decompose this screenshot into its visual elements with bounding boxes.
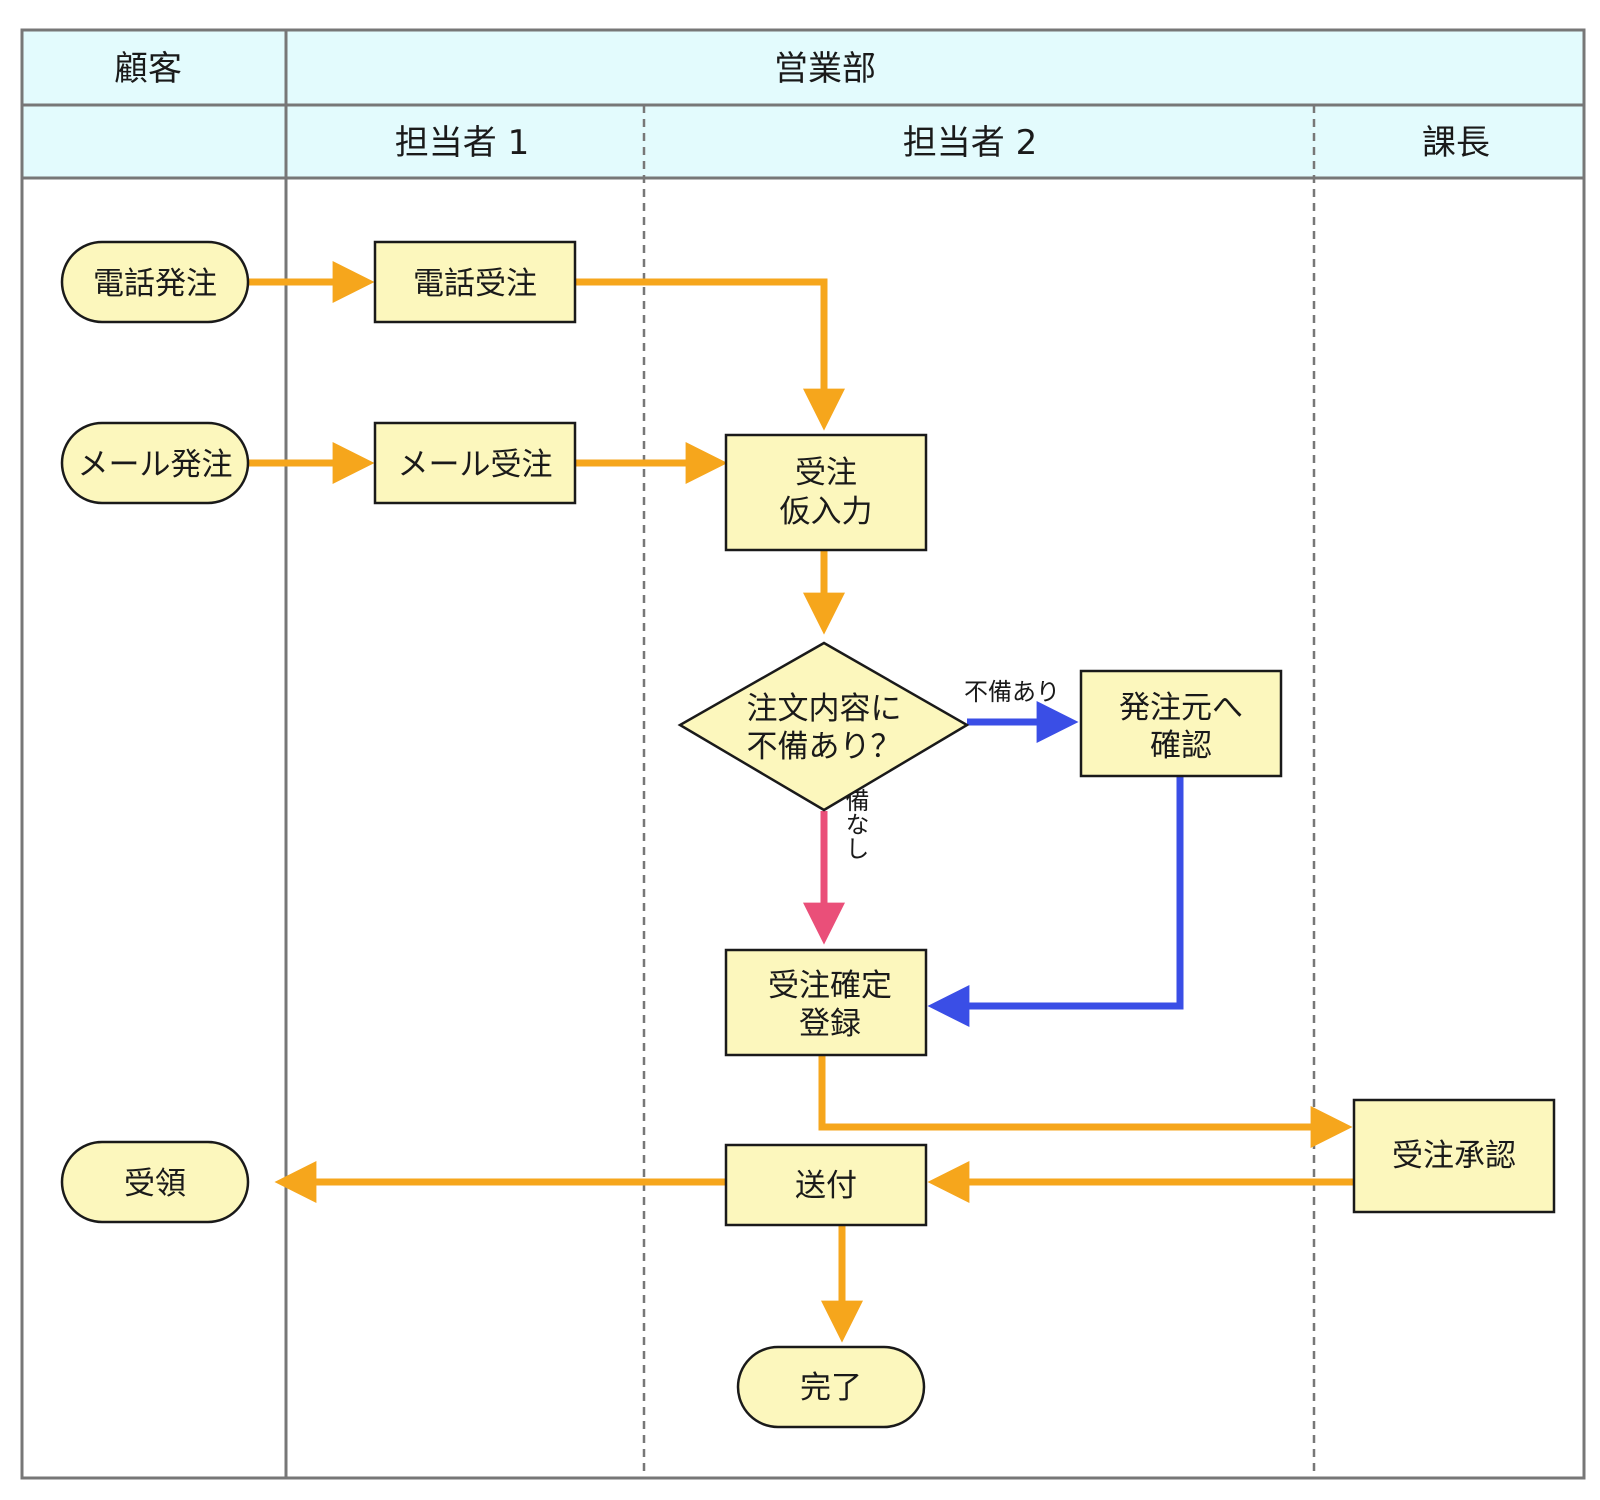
node-mail-receive (373, 421, 577, 505)
node-temp-entry (724, 433, 928, 552)
node-approval (1352, 1098, 1556, 1214)
node-confirm-source-line1: 発注元へ (1119, 690, 1243, 726)
node-phone-order (60, 240, 250, 324)
node-mail-order (60, 421, 250, 505)
diagram-frame (20, 28, 1586, 1480)
node-phone-receive (373, 240, 577, 324)
lane-title-sales-dept: 営業部 (774, 49, 876, 89)
lane-title-staff2: 担当者 2 (903, 123, 1037, 163)
node-complete-label: 完了 (800, 1370, 862, 1406)
node-check-decision-line1: 注文内容に (747, 691, 902, 727)
node-check-decision-line2: 不備あり？ (747, 729, 902, 765)
node-confirm-register-line1: 受注確定 (768, 968, 892, 1004)
header-row-roles (22, 105, 1584, 178)
lane-title-staff1: 担当者 1 (395, 123, 529, 163)
node-receipt-label: 受領 (124, 1166, 186, 1202)
node-phone-receive-label: 電話受注 (413, 266, 537, 302)
node-confirm-register (724, 948, 928, 1057)
node-send (724, 1143, 928, 1227)
node-send-label: 送付 (795, 1168, 857, 1204)
node-temp-entry-line1: 受注 (795, 455, 857, 491)
edge-confirm-to-register (927, 776, 1184, 1027)
node-phone-order-label: 電話発注 (93, 266, 217, 302)
lane-title-customer: 顧客 (114, 49, 182, 89)
node-confirm-source (1079, 669, 1283, 778)
node-receipt (60, 1140, 250, 1224)
header-row-dept (22, 30, 1584, 105)
node-confirm-register-line2: 登録 (799, 1006, 861, 1042)
node-mail-receive-label: メール受注 (398, 447, 553, 483)
edge-phone-receive-to-entry (575, 278, 845, 431)
node-temp-entry-line2: 仮入力 (780, 494, 873, 530)
edge-label-has-defect: 不備あり (964, 678, 1060, 706)
edge-register-to-approval (818, 1055, 1353, 1148)
lane-title-manager: 課長 (1422, 123, 1490, 163)
node-approval-label: 受注承認 (1392, 1138, 1516, 1174)
node-complete (736, 1345, 926, 1429)
node-check-decision (677, 641, 970, 812)
node-confirm-source-line2: 確認 (1150, 728, 1212, 764)
node-mail-order-label: メール発注 (78, 447, 233, 483)
